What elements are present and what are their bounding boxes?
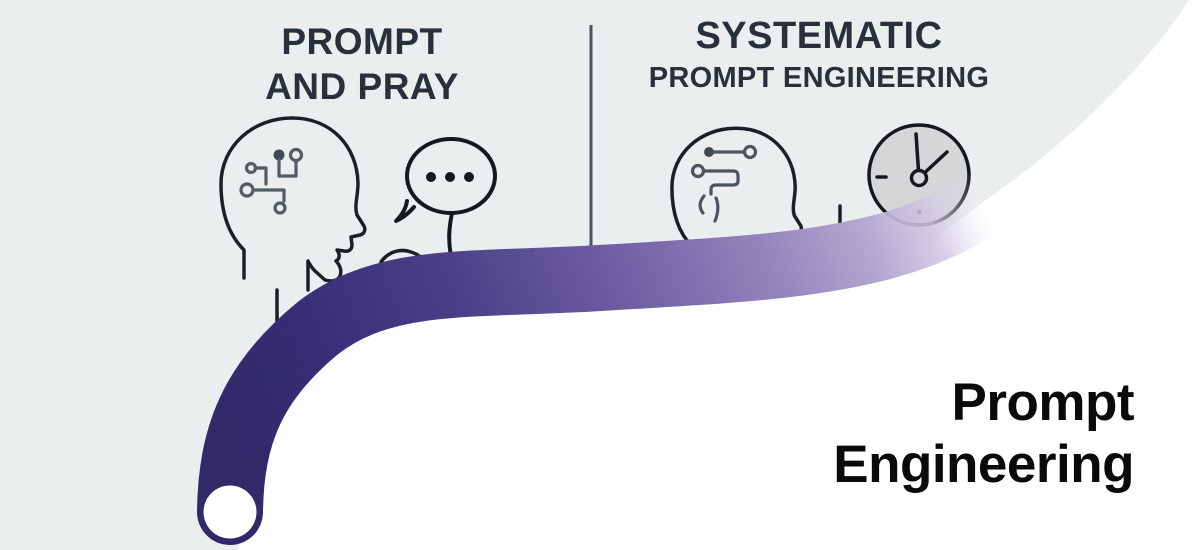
caption: Prompt Engineering <box>833 372 1134 496</box>
circuit-traces <box>239 147 304 215</box>
white-region <box>238 0 1200 550</box>
right-panel-title: SYSTEMATIC PROMPT ENGINEERING <box>628 13 1010 96</box>
ribbon-swoosh <box>197 175 1009 545</box>
caption-line2: Engineering <box>833 435 1134 494</box>
left-panel-title: PROMPT AND PRAY <box>197 19 527 109</box>
right-title-line1: SYSTEMATIC <box>695 15 943 57</box>
path-start-dot-icon <box>203 485 257 539</box>
bubble-dot <box>426 172 436 182</box>
bubble-dot <box>445 172 455 182</box>
caption-line1: Prompt <box>951 373 1135 432</box>
bubble-dot <box>464 172 474 182</box>
left-title-line1: PROMPT <box>281 21 443 62</box>
left-title-line2: AND PRAY <box>265 66 459 107</box>
right-title-line2: PROMPT ENGINEERING <box>648 62 990 94</box>
circuit-traces <box>690 144 758 223</box>
